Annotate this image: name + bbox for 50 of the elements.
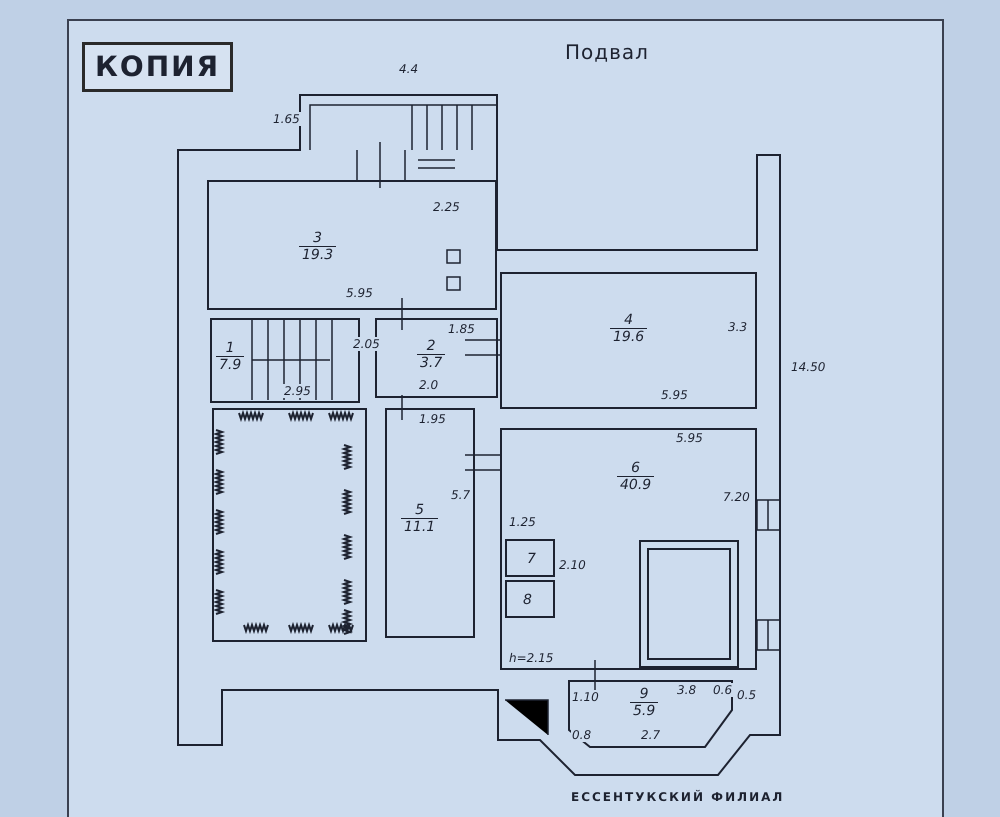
room-area: 11.1 <box>401 518 438 535</box>
dimension-label: 1.85 <box>447 322 476 336</box>
room-area: 40.9 <box>617 476 654 493</box>
dimension-label: 1.65 <box>272 112 301 126</box>
dimension-label: 5.7 <box>450 488 472 502</box>
room-number: 1 <box>224 340 236 356</box>
room-number: 5 <box>414 502 426 518</box>
room-outline <box>500 272 757 409</box>
dimension-label: 2.95 <box>283 384 312 398</box>
dimension-label: 1.25 <box>508 515 537 529</box>
room-number: 7 <box>527 551 536 567</box>
room-area: 3.7 <box>417 354 446 371</box>
dimension-label: 2.10 <box>558 558 587 572</box>
dimension-label: 5.95 <box>675 431 704 445</box>
room-outline <box>385 408 475 638</box>
room-outline <box>568 680 733 748</box>
dimension-label: 7.20 <box>722 490 751 504</box>
dimension-label: 5.95 <box>345 286 374 300</box>
dimension-label: 3.8 <box>676 683 698 697</box>
plan-title: Подвал <box>565 40 649 64</box>
dimension-label: 0.8 <box>571 728 592 742</box>
room-outline <box>505 580 555 618</box>
dimension-label: 2.25 <box>432 200 461 214</box>
room-area: 5.9 <box>630 702 658 719</box>
dimension-label: 0.6 <box>712 683 734 697</box>
dimension-label: 3.3 <box>727 320 748 334</box>
room-number: 8 <box>523 592 532 608</box>
room-area: 19.6 <box>610 328 648 345</box>
room-number: 9 <box>638 686 650 702</box>
room-area: 19.3 <box>299 246 336 263</box>
room-area: 7.9 <box>216 356 244 373</box>
room-number: 6 <box>630 460 642 476</box>
dimension-label: 4.4 <box>398 62 420 76</box>
dimension-label: h=2.15 <box>508 651 554 665</box>
room-outline <box>207 180 497 310</box>
dimension-label: 14.50 <box>790 360 826 374</box>
dimension-label: 1.10 <box>571 690 600 704</box>
room-number: 2 <box>426 338 437 354</box>
room-number: 4 <box>623 312 634 328</box>
room-outline <box>500 428 757 670</box>
stamp: КОПИЯ <box>82 42 234 92</box>
dimension-label: 0.5 <box>736 688 758 702</box>
room-number: 3 <box>312 230 324 246</box>
pit-outline <box>639 540 739 668</box>
dimension-label: 2.05 <box>352 337 381 351</box>
dimension-label: 2.7 <box>640 728 662 742</box>
dimension-label: 1.95 <box>418 412 447 426</box>
dimension-label: 5.95 <box>660 388 689 402</box>
room-outline <box>505 539 555 577</box>
dimension-label: 2.0 <box>418 378 440 392</box>
